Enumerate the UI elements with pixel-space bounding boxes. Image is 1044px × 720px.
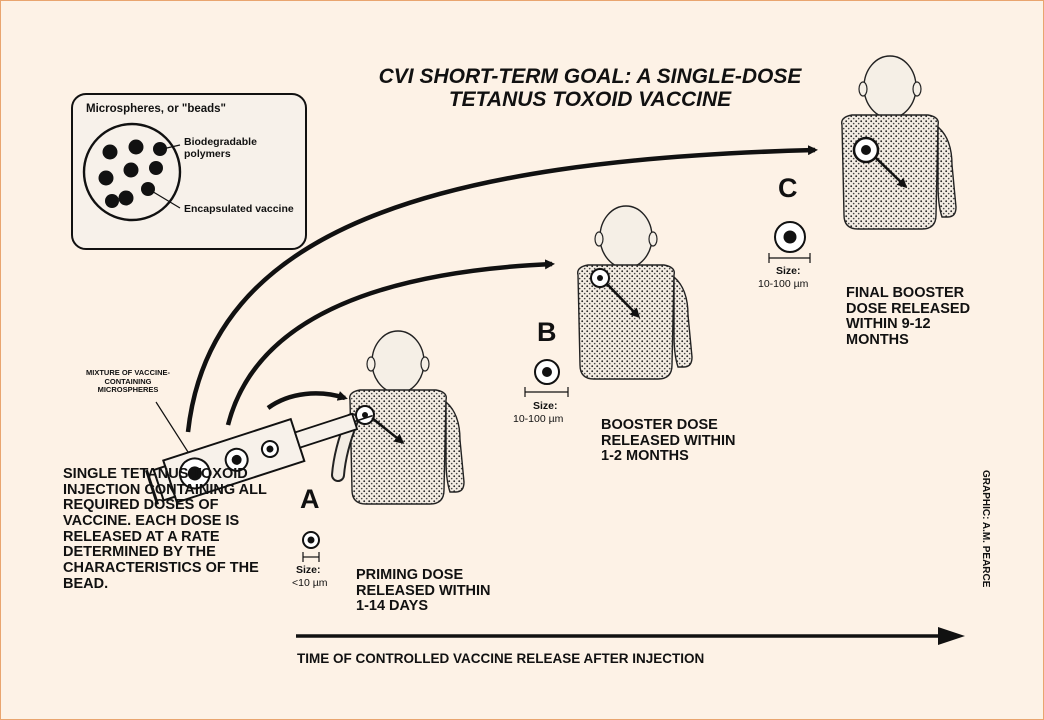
stage-b-caption: BOOSTER DOSE RELEASED WITHIN 1-2 MONTHS: [601, 418, 801, 465]
stage-b-size-value: 10-100 µm: [513, 414, 593, 426]
stage-a-caption-line-2: RELEASED WITHIN: [356, 584, 556, 600]
stage-c-size-value: 10-100 µm: [758, 279, 838, 291]
stage-a-size-value: <10 µm: [292, 578, 352, 590]
stage-a-letter: A: [300, 486, 320, 513]
bead-c-icon: [769, 222, 810, 263]
timeline-label: TIME OF CONTROLLED VACCINE RELEASE AFTER…: [297, 652, 704, 666]
stage-a-caption-line-3: 1-14 DAYS: [356, 599, 556, 615]
stage-b-caption-line-3: 1-2 MONTHS: [601, 449, 801, 465]
stage-b-letter: B: [537, 319, 557, 346]
stage-c-caption: FINAL BOOSTER DOSE RELEASED WITHIN 9-12 …: [846, 286, 1026, 349]
figure-b-person: [578, 206, 692, 379]
stage-b-caption-line-2: RELEASED WITHIN: [601, 434, 801, 450]
timeline-arrow: [296, 627, 965, 645]
stage-b-caption-line-1: BOOSTER DOSE: [601, 418, 801, 434]
mixture-label: MIXTURE OF VACCINE-CONTAINING MICROSPHER…: [78, 369, 178, 395]
stage-c-caption-line-3: WITHIN 9-12: [846, 317, 1026, 333]
stage-b-size-label: Size:: [533, 401, 593, 413]
stage-c-caption-line-1: FINAL BOOSTER: [846, 286, 1026, 302]
legend-polymers-label: Biodegradable polymers: [184, 137, 294, 160]
legend-vaccine-label: Encapsulated vaccine: [184, 204, 294, 216]
stage-c-size-label: Size:: [776, 266, 836, 278]
bead-b-icon: [525, 360, 568, 397]
title-line-2: TETANUS TOXOID VACCINE: [330, 89, 850, 112]
legend-heading: Microspheres, or "beads": [86, 103, 296, 116]
stage-a-caption: PRIMING DOSE RELEASED WITHIN 1-14 DAYS: [356, 568, 556, 615]
graphic-credit: GRAPHIC: A.M. PEARCE: [980, 470, 991, 587]
microsphere-legend: [72, 94, 306, 249]
diagram-title: CVI SHORT-TERM GOAL: A SINGLE-DOSE TETAN…: [330, 66, 850, 111]
stage-c-caption-line-2: DOSE RELEASED: [846, 302, 1026, 318]
stage-a-caption-line-1: PRIMING DOSE: [356, 568, 556, 584]
stage-a-size-label: Size:: [296, 565, 356, 577]
stage-c-letter: C: [778, 175, 798, 202]
injection-description: SINGLE TETANUS TOXOID INJECTION CONTAINI…: [63, 467, 283, 592]
title-line-1: CVI SHORT-TERM GOAL: A SINGLE-DOSE: [330, 66, 850, 89]
stage-c-caption-line-4: MONTHS: [846, 333, 1026, 349]
bead-a-icon: [303, 532, 319, 562]
